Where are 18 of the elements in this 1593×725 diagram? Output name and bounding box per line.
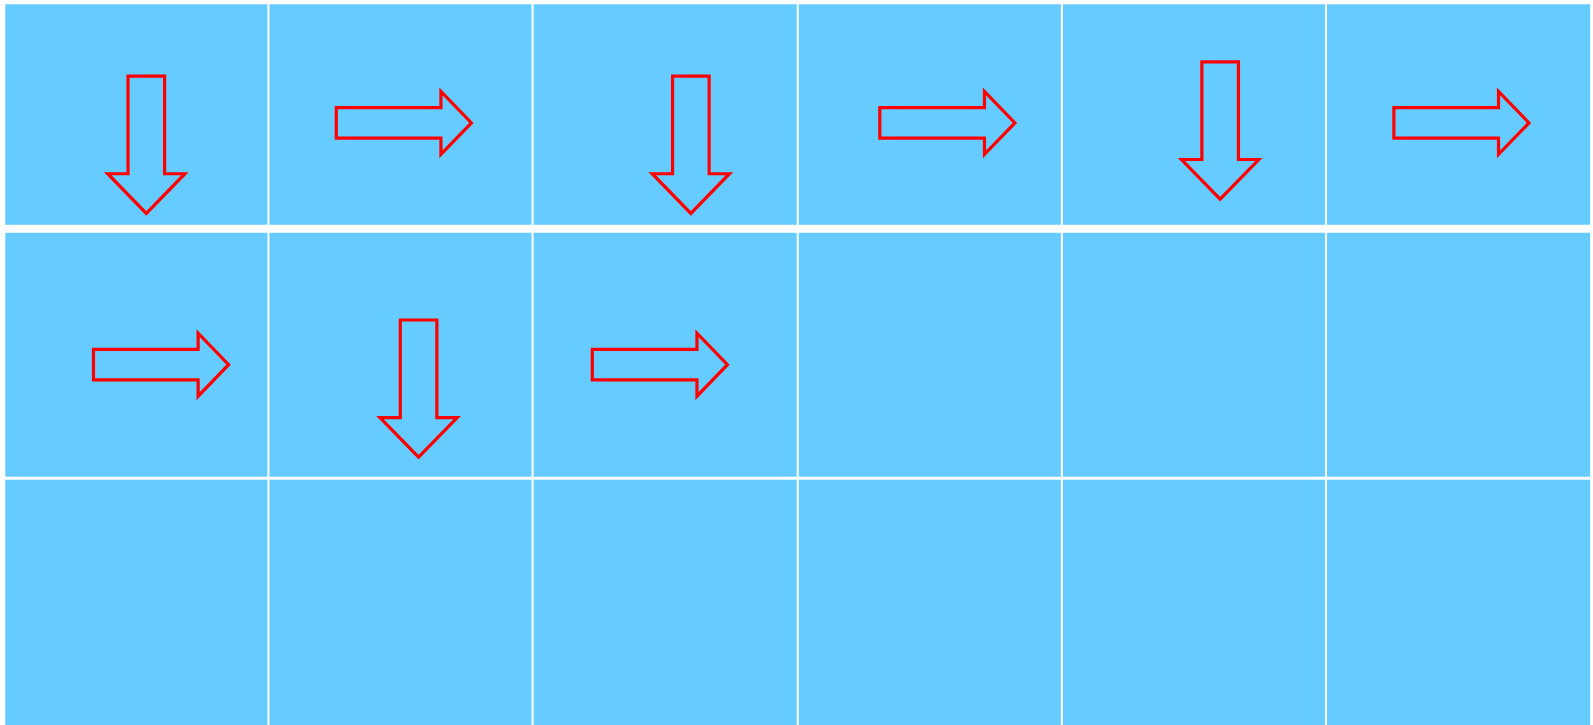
grid-cell: [533, 232, 797, 477]
grid-cell: [1327, 232, 1591, 477]
grid-cell: [1062, 479, 1325, 725]
grid-cell: [1062, 232, 1325, 477]
grid-cell: [269, 479, 532, 725]
grid-cell: [5, 479, 268, 725]
grid-cell: [5, 232, 268, 477]
grid-cell: [269, 4, 532, 225]
grid-cell: [798, 232, 1061, 477]
grid-cell: [269, 232, 532, 477]
grid-cell: [798, 4, 1061, 225]
grid-cell: [5, 4, 268, 225]
grid-cell: [798, 479, 1061, 725]
grid-cell: [533, 4, 797, 225]
grid-cell: [1327, 479, 1591, 725]
grid-cell: [1327, 4, 1591, 225]
grid-cell: [1062, 4, 1325, 225]
grid-cell: [533, 479, 797, 725]
